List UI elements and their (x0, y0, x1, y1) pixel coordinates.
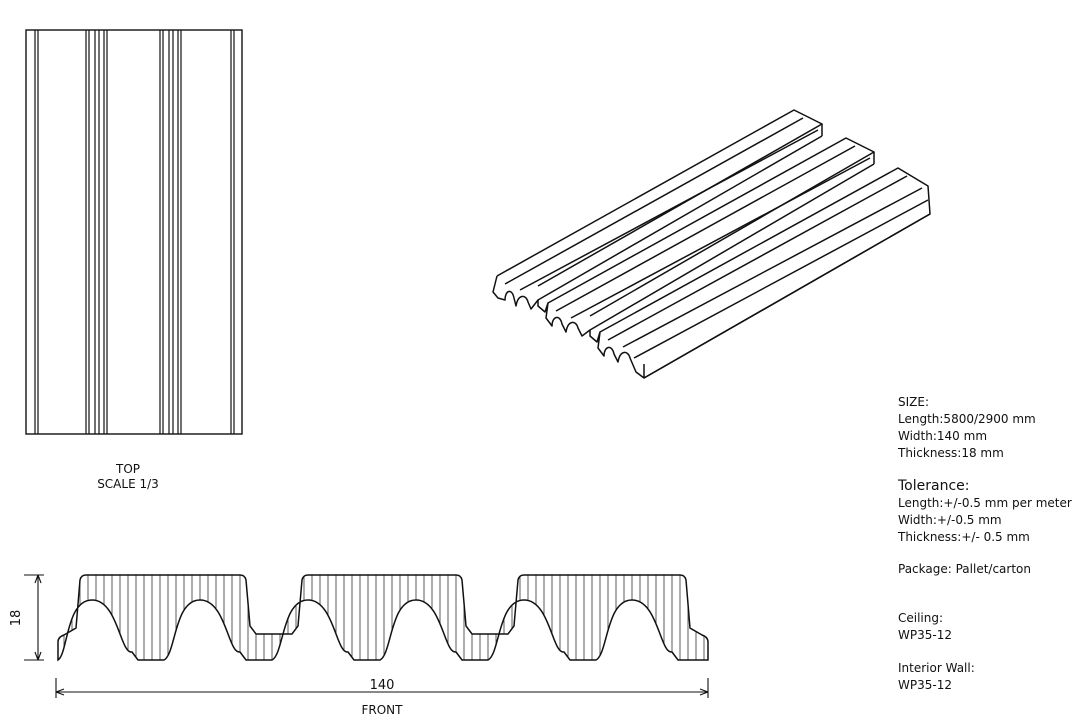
front-view-hatching (63, 575, 705, 660)
interior-wall-spec: Interior Wall: WP35-12 (898, 660, 975, 694)
interior-wall-model: WP35-12 (898, 678, 952, 692)
height-dimension (24, 574, 44, 661)
ceiling-model: WP35-12 (898, 628, 952, 642)
top-view-title: TOP (115, 462, 140, 476)
height-dimension-label: 18 (9, 610, 24, 627)
iso-board-2 (547, 137, 875, 319)
front-view-outline (57, 574, 709, 661)
top-view-caption: TOP SCALE 1/3 (80, 462, 176, 492)
package-spec: Package: Pallet/carton (898, 561, 1031, 578)
top-view-groove-lines (34, 30, 235, 434)
tolerance-specs: Tolerance: Length:+/-0.5 mm per meter Wi… (898, 478, 1072, 546)
iso-board-3 (599, 167, 931, 379)
tolerance-length: Length:+/-0.5 mm per meter (898, 496, 1072, 510)
ceiling-spec: Ceiling: WP35-12 (898, 610, 952, 644)
size-thickness: Thickness:18 mm (898, 446, 1004, 460)
top-view-outline (25, 29, 243, 435)
ceiling-heading: Ceiling: (898, 611, 944, 625)
iso-channel-1-floor (537, 135, 823, 301)
size-length: Length:5800/2900 mm (898, 412, 1036, 426)
tolerance-width: Width:+/-0.5 mm (898, 513, 1002, 527)
tolerance-heading: Tolerance: (898, 478, 970, 494)
isometric-view (492, 109, 931, 379)
interior-wall-heading: Interior Wall: (898, 661, 975, 675)
width-dimension (55, 678, 709, 698)
size-specs: SIZE: Length:5800/2900 mm Width:140 mm T… (898, 394, 1036, 462)
front-view: 18 140 (9, 574, 709, 698)
iso-front-profile (492, 275, 645, 379)
top-view-scale: SCALE 1/3 (97, 477, 159, 491)
tolerance-thickness: Thickness:+/- 0.5 mm (898, 530, 1030, 544)
size-width: Width:140 mm (898, 429, 988, 443)
iso-right-end (643, 213, 931, 379)
size-heading: SIZE: (898, 395, 930, 409)
top-view (25, 29, 243, 435)
iso-board-1 (496, 109, 823, 291)
width-dimension-label: 140 (370, 678, 395, 693)
iso-channel-2-floor (589, 163, 875, 331)
package-text: Package: Pallet/carton (898, 562, 1031, 576)
front-view-title: FRONT (361, 703, 403, 717)
